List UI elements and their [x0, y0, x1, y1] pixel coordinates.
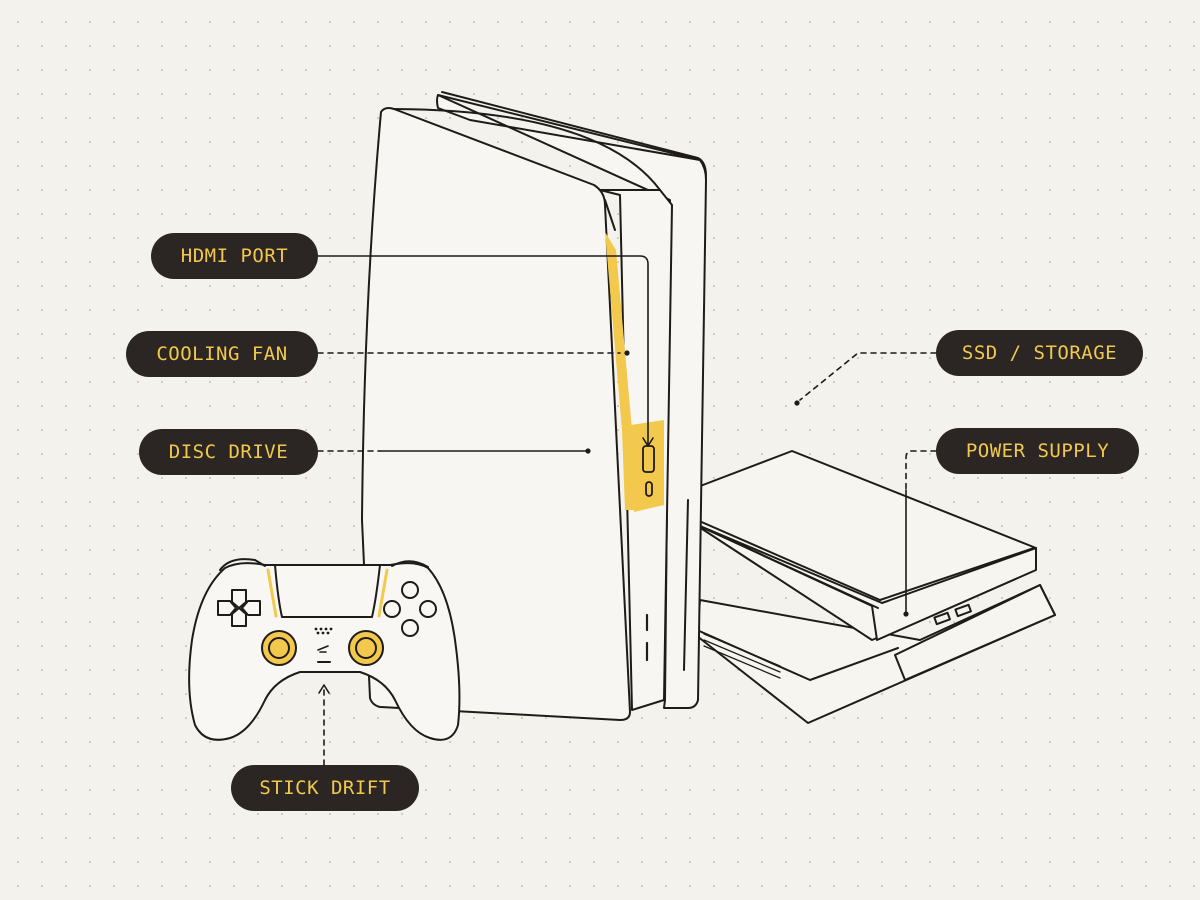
- label-cooling-fan: COOLING FAN: [126, 331, 318, 377]
- controller-illustration: [188, 558, 461, 741]
- controller-ps-button: [317, 645, 329, 653]
- label-disc-drive: DISC DRIVE: [139, 429, 318, 475]
- label-power-supply: POWER SUPPLY: [936, 428, 1139, 474]
- controller-touchpad: [274, 564, 381, 618]
- tall-console-accent-strip: [605, 232, 634, 510]
- hdmi-port-highlight: [631, 420, 664, 512]
- leader-lines: [317, 255, 937, 766]
- controller-right-stick: [348, 630, 384, 666]
- controller-left-stick: [261, 630, 297, 666]
- flat-console-usb-port-1: [933, 611, 951, 626]
- controller-left-bumper: [219, 558, 266, 571]
- controller-speaker: [314, 627, 333, 635]
- controller-right-bumper: [391, 560, 429, 568]
- leader-power-supply: [905, 450, 937, 491]
- flat-console-illustration: [692, 450, 1056, 724]
- leader-ssd-storage: [799, 352, 937, 401]
- flat-console-usb-port-2: [954, 603, 972, 618]
- flat-console-front-lower: [894, 584, 1056, 681]
- controller-face-buttons: [383, 581, 437, 637]
- controller-dpad: [217, 589, 261, 627]
- label-ssd-storage: SSD / STORAGE: [936, 330, 1143, 376]
- flat-console-vents: [703, 633, 781, 679]
- leader-hdmi-port: [317, 255, 649, 446]
- label-stick-drift: STICK DRIFT: [231, 765, 419, 811]
- label-hdmi-port: HDMI PORT: [151, 233, 318, 279]
- tall-console-port-2: [645, 481, 653, 497]
